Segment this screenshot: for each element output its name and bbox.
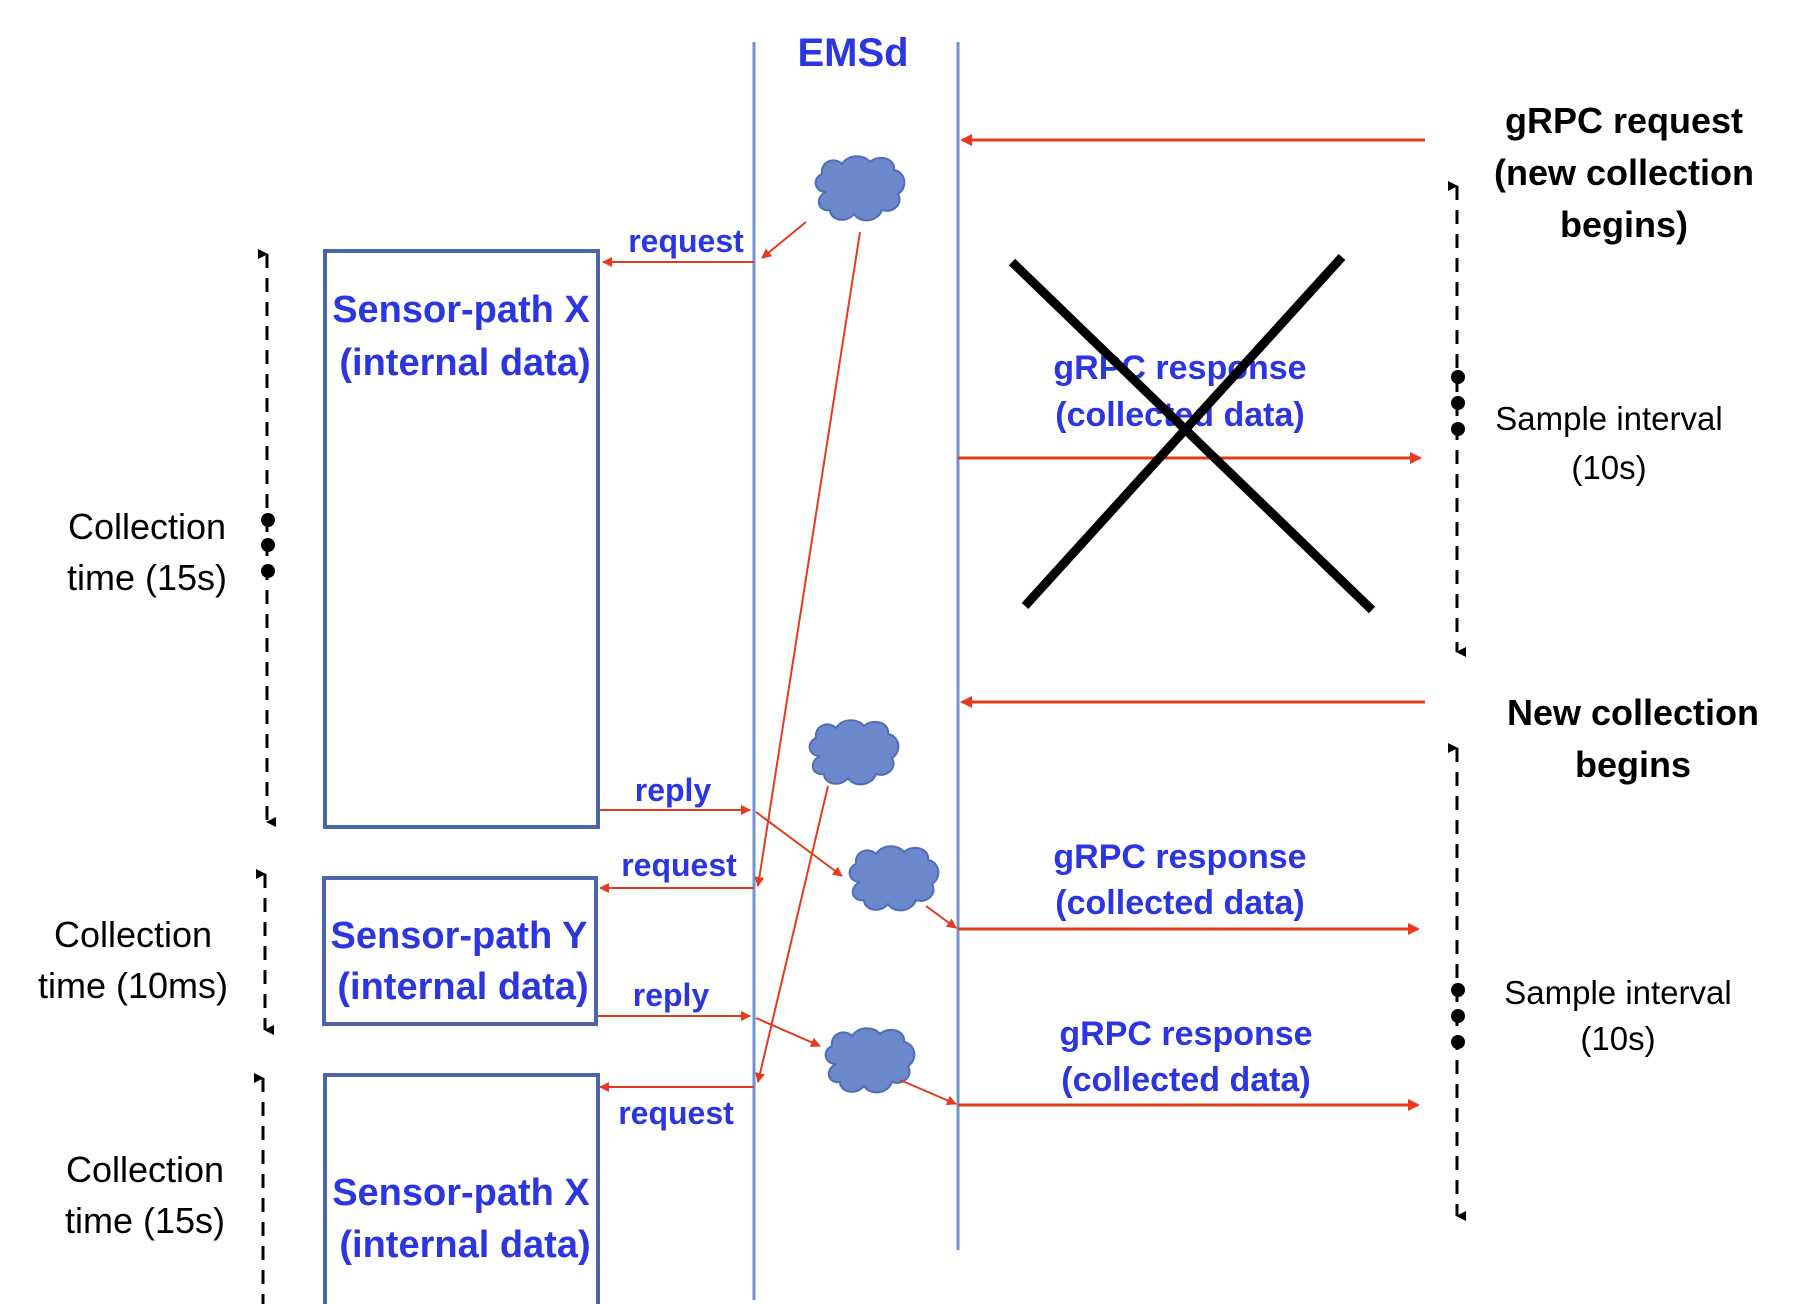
cloud-to-request-long-arrow (755, 785, 829, 1083)
sensor-path-x-box (323, 1073, 600, 1304)
sensor-path-y-label-line1: Sensor-path Y (331, 915, 588, 957)
bullet-dot-icon (1451, 422, 1465, 436)
new-collection-label-line2: begins (1575, 744, 1691, 785)
cloud-icon (848, 845, 940, 912)
bullet-dot-icon (261, 513, 275, 527)
grpc-response-label-line1: gRPC response (1059, 1015, 1312, 1053)
new-collection-label-line1: New collection (1507, 692, 1759, 733)
sample-interval-label-line2: (10s) (1571, 449, 1646, 486)
bullet-dot-icon (261, 564, 275, 578)
bullet-dot-icon (1451, 1035, 1465, 1049)
collection-time-label-line2: time (15s) (65, 1200, 225, 1241)
cloud-to-request-arrow (761, 221, 807, 259)
cloud-icon (814, 155, 906, 222)
collection-time-label-line2: time (10ms) (38, 965, 228, 1006)
collection-time-label-line1: Collection (66, 1149, 224, 1190)
request-label: request (621, 847, 737, 883)
sensor-path-x-label-line2: (internal data) (339, 1224, 590, 1266)
collection-time-label-line2: time (15s) (67, 557, 227, 598)
cloud-icon (808, 719, 900, 786)
cloud-to-request-long-arrow (754, 231, 861, 887)
grpc-request-label-line2: (new collection (1494, 152, 1754, 193)
grpc-response-label-line2: (collected data) (1061, 1061, 1310, 1099)
collection-time-label-line1: Collection (68, 506, 226, 547)
bullet-dot-icon (1451, 1009, 1465, 1023)
grpc-request-label-line1: gRPC request (1505, 100, 1743, 141)
request-label: request (628, 223, 744, 259)
reply-to-cloud-arrow (755, 1017, 821, 1047)
cloud-to-response-arrow (925, 905, 957, 929)
sensor-path-x-box (323, 249, 600, 829)
sample-interval-label-line1: Sample interval (1495, 400, 1722, 437)
request-label: request (618, 1095, 734, 1131)
collection-time-label-line1: Collection (54, 914, 212, 955)
bullet-dot-icon (261, 538, 275, 552)
bullet-dot-icon (1451, 370, 1465, 384)
reply-to-cloud-arrow (755, 811, 843, 877)
sensor-path-x-label-line1: Sensor-path X (332, 1172, 590, 1214)
sensor-path-x-label-line2: (internal data) (339, 342, 590, 384)
sample-interval-label-line1: Sample interval (1504, 974, 1731, 1011)
sensor-path-x-label-line1: Sensor-path X (332, 289, 590, 331)
cloud-icon (824, 1027, 916, 1094)
cross-mark-icon (1008, 253, 1376, 614)
sample-interval-label-line2: (10s) (1580, 1020, 1655, 1057)
grpc-request-label-line3: begins) (1560, 204, 1688, 245)
sensor-path-y-label-line2: (internal data) (337, 966, 588, 1008)
emsd-title: EMSd (797, 31, 908, 75)
cloud-to-response-arrow (899, 1079, 957, 1106)
sensor-path-y-box (322, 876, 598, 1026)
bullet-dot-icon (1451, 983, 1465, 997)
reply-label: reply (633, 977, 710, 1013)
bullet-dot-icon (1451, 396, 1465, 410)
grpc-response-label-line2: (collected data) (1055, 884, 1304, 922)
grpc-response-label-line1: gRPC response (1053, 838, 1306, 876)
reply-label: reply (635, 772, 712, 808)
grpc-response-label-line1: gRPC response (1053, 349, 1306, 387)
